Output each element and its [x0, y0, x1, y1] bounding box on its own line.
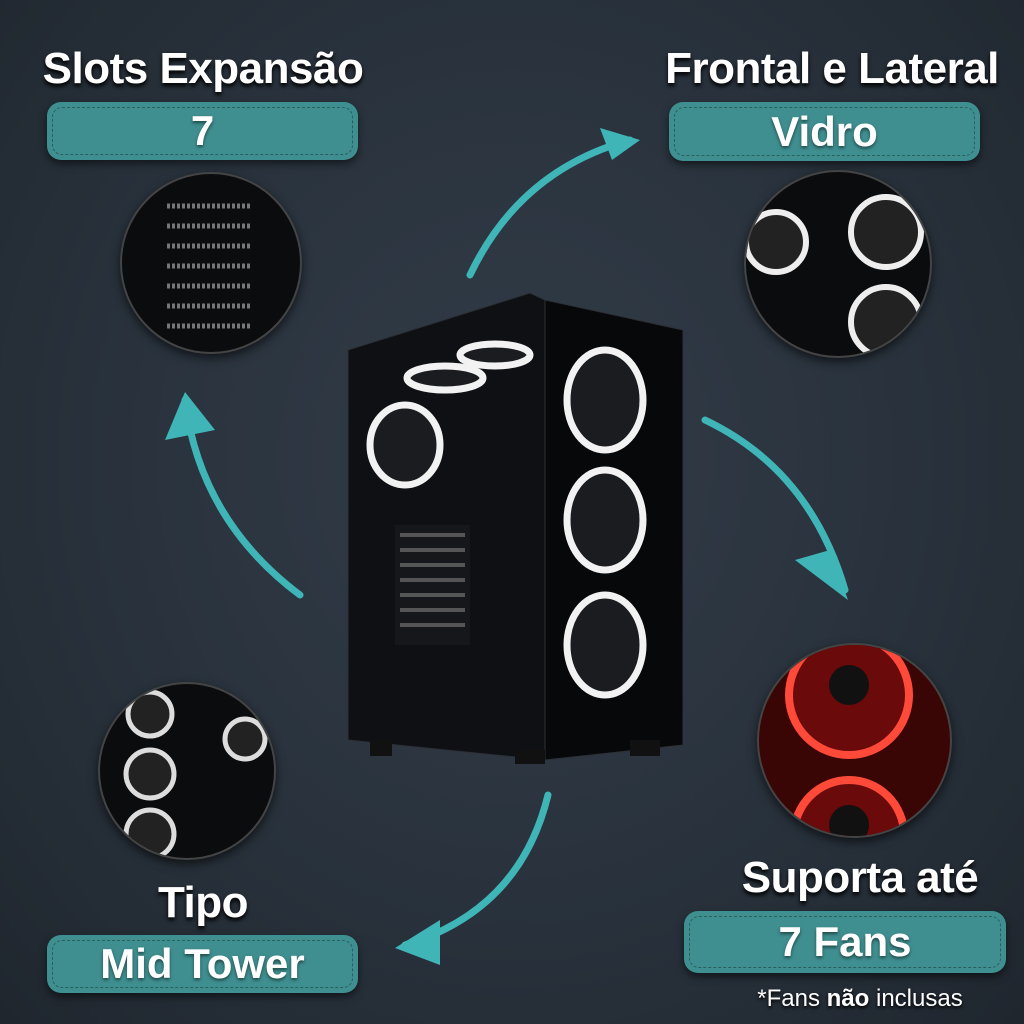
slots-detail-image	[120, 172, 302, 354]
type-detail-image	[98, 682, 276, 860]
glass-badge: Vidro	[669, 102, 980, 161]
arrow-bottom-left	[401, 791, 552, 949]
fans-detail-image	[757, 643, 952, 838]
slots-title: Slots Expansão	[42, 44, 364, 93]
glass-title: Frontal e Lateral	[665, 44, 999, 93]
fans-title: Suporta até	[741, 853, 979, 902]
type-title: Tipo	[157, 878, 249, 927]
glass-detail-image	[744, 170, 932, 358]
note-prefix: *Fans	[757, 985, 827, 1012]
arrow-top-right	[466, 136, 634, 279]
note-suffix: inclusas	[869, 985, 963, 1012]
type-badge: Mid Tower	[47, 935, 358, 993]
arrow-right	[701, 416, 849, 594]
slots-badge: 7	[47, 102, 358, 160]
note-bold: não	[826, 985, 870, 1012]
pc-case-image	[347, 292, 684, 764]
fans-badge: 7 Fans	[684, 911, 1006, 973]
fans-note: *Fans não inclusas	[700, 985, 1020, 1013]
